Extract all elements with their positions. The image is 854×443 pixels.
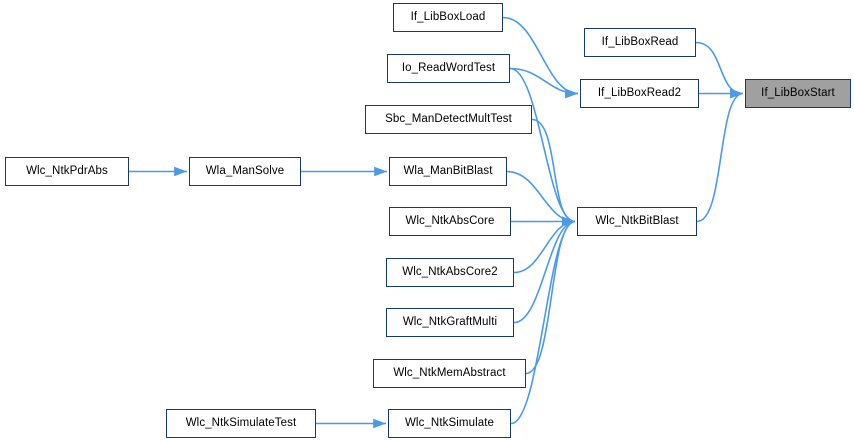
graph-node-wlc_ntksimulate[interactable]: Wlc_NtkSimulate	[388, 409, 511, 438]
graph-node-wlc_ntkgraftmulti[interactable]: Wlc_NtkGraftMulti	[386, 308, 514, 337]
graph-edge-wlc_ntksimulate-to-wlc_ntkbitblast	[510, 216, 576, 425]
graph-node-label: Wlc_NtkAbsCore2	[402, 265, 498, 278]
graph-node-wlc_ntkabscore2[interactable]: Wlc_NtkAbsCore2	[386, 258, 514, 287]
graph-node-wla_mansolve[interactable]: Wla_ManSolve	[189, 157, 301, 186]
graph-node-wlc_ntksimulatetest[interactable]: Wlc_NtkSimulateTest	[166, 409, 316, 438]
graph-node-wla_manbitblast[interactable]: Wla_ManBitBlast	[389, 157, 507, 186]
graph-edge-wlc_ntkabscore2-to-wlc_ntkbitblast	[513, 216, 576, 274]
graph-node-label: Wlc_NtkSimulate	[404, 416, 495, 429]
graph-node-label: Wla_ManSolve	[205, 164, 285, 177]
graph-node-label: If_LibBoxRead	[601, 35, 679, 48]
graph-node-label: Wlc_NtkGraftMulti	[402, 315, 498, 328]
graph-node-if_libboxstart[interactable]: If_LibBoxStart	[745, 79, 851, 108]
graph-edge-sbc_mandetectmulttest-to-wlc_ntkbitblast	[531, 118, 576, 227]
graph-node-label: Wlc_NtkBitBlast	[595, 214, 679, 227]
graph-edge-wlc_ntkmemabstract-to-wlc_ntkbitblast	[525, 216, 576, 375]
graph-edge-io_readwordtest-to-wlc_ntkbitblast	[509, 67, 576, 227]
graph-node-if_libboxload[interactable]: If_LibBoxLoad	[393, 3, 503, 32]
graph-node-if_libboxread2[interactable]: If_LibBoxRead2	[580, 79, 699, 108]
graph-edge-io_readwordtest-to-if_libboxread2	[509, 67, 579, 99]
graph-node-wlc_ntkbitblast[interactable]: Wlc_NtkBitBlast	[577, 207, 697, 236]
graph-edge-wlc_ntkbitblast-to-if_libboxstart	[696, 88, 744, 223]
graph-node-io_readwordtest[interactable]: Io_ReadWordTest	[387, 54, 510, 83]
graph-node-sbc_mandetectmulttest[interactable]: Sbc_ManDetectMultTest	[365, 105, 532, 134]
graph-node-label: If_LibBoxLoad	[410, 10, 486, 23]
graph-edge-wlc_ntkgraftmulti-to-wlc_ntkbitblast	[513, 216, 576, 324]
graph-node-label: Wlc_NtkPdrAbs	[26, 164, 108, 177]
graph-node-label: Wlc_NtkSimulateTest	[185, 416, 297, 429]
graph-edge-if_libboxload-to-if_libboxread2	[502, 16, 579, 99]
graph-node-label: If_LibBoxStart	[761, 86, 835, 99]
graph-node-label: Wlc_NtkMemAbstract	[393, 366, 506, 379]
graph-node-label: Wlc_NtkAbsCore	[405, 214, 495, 227]
graph-node-wlc_ntkmemabstract[interactable]: Wlc_NtkMemAbstract	[373, 359, 526, 388]
graph-node-label: Wla_ManBitBlast	[403, 164, 493, 177]
graph-edge-if_libboxread-to-if_libboxstart	[695, 41, 744, 99]
graph-node-if_libboxread[interactable]: If_LibBoxRead	[584, 28, 696, 57]
graph-node-label: If_LibBoxRead2	[597, 86, 682, 99]
graph-edge-wla_manbitblast-to-wlc_ntkbitblast	[506, 170, 576, 227]
graph-node-label: Sbc_ManDetectMultTest	[385, 112, 512, 125]
graph-node-wlc_ntkabscore[interactable]: Wlc_NtkAbsCore	[389, 207, 511, 236]
graph-node-wlc_ntkpdrabs[interactable]: Wlc_NtkPdrAbs	[5, 157, 129, 186]
graph-node-label: Io_ReadWordTest	[401, 61, 496, 74]
